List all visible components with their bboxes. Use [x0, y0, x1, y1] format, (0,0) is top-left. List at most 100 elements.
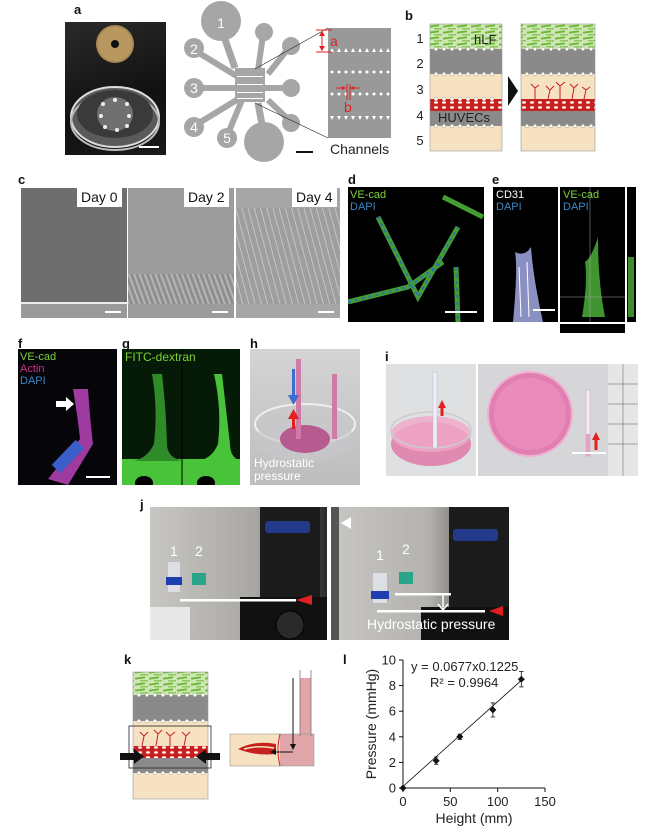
- stain-label-vecad: VE-cad: [350, 189, 387, 201]
- stain-label-dapi: DAPI: [350, 201, 376, 213]
- before-schematic: [429, 23, 503, 152]
- hydrostatic-setup-photo: Hydrostatic pressure: [250, 349, 360, 485]
- trendline: [402, 679, 522, 787]
- y-tick-10: 10: [382, 653, 396, 668]
- panel-label-j: j: [140, 497, 144, 512]
- brightfield-day0: Day 0: [21, 188, 127, 318]
- panel-b-schematic: 1 2 3 4 5 hLF HUVECs: [416, 23, 596, 152]
- panel-label-f: f: [18, 336, 23, 351]
- stain-label-dapi-e1: DAPI: [496, 201, 522, 213]
- hydrostatic-caption-1: Hydrostatic: [254, 456, 315, 470]
- panel-k-schematic: [120, 670, 315, 800]
- data-point: [399, 784, 407, 792]
- well-label-3: 3: [190, 80, 198, 96]
- hlf-label: hLF: [474, 32, 496, 47]
- red-arrow-icon: [438, 400, 446, 408]
- cd31-dapi-image: CD31 DAPI: [493, 187, 558, 322]
- x-tick-100: 100: [487, 794, 509, 809]
- down-arrow-icon: [437, 603, 449, 612]
- pressure-height-chart: 0 2 4 6 8 10 0 50 100 150 Height (mm) Pr…: [363, 653, 556, 827]
- chip-photo-art: [70, 25, 160, 151]
- r-squared-label: R² = 0.9964: [430, 675, 498, 690]
- row-label-2: 2: [416, 56, 423, 71]
- dish-top-photo: [478, 364, 638, 476]
- equation-label: y = 0.0677x0.1225: [411, 659, 518, 674]
- panel-label-i: i: [385, 349, 389, 364]
- vecad-actin-dapi-image: VE-cad Actin DAPI: [18, 349, 117, 485]
- x-tick-150: 150: [534, 794, 556, 809]
- panel-label-k: k: [124, 652, 132, 667]
- panel-label-g: g: [122, 336, 130, 351]
- row-label-4: 4: [416, 108, 423, 123]
- post-row-1: [330, 48, 390, 52]
- panel-label-e: e: [492, 172, 500, 187]
- panel-label-b: b: [405, 8, 413, 23]
- day-label-0: Day 0: [77, 188, 122, 207]
- transition-arrow-icon: [508, 76, 518, 106]
- fitc-dextran-image: FITC-dextran: [122, 349, 240, 485]
- y-tick-0: 0: [389, 781, 396, 796]
- row-label-3: 3: [416, 82, 423, 97]
- panel-label-d: d: [348, 172, 356, 187]
- y-axis-label: Pressure (mmHg): [363, 669, 379, 779]
- data-point: [432, 757, 440, 765]
- x-tick-50: 50: [443, 794, 457, 809]
- tube-label-2-after: 2: [402, 541, 410, 557]
- microscope-photo-before: 1 2: [150, 507, 327, 640]
- y-tick-6: 6: [389, 704, 396, 719]
- dish-side-photo: [386, 364, 476, 476]
- y-tick-2: 2: [389, 755, 396, 770]
- brightfield-day4: Day 4: [236, 188, 340, 318]
- day-label-2: Day 2: [184, 188, 229, 207]
- data-point: [489, 706, 497, 714]
- y-tick-8: 8: [389, 678, 396, 693]
- vecad-dapi-orthogonal-image: VE-cad DAPI: [560, 187, 625, 322]
- x-tick-0: 0: [399, 794, 406, 809]
- stain-label-vecad-e2: VE-cad: [563, 189, 600, 201]
- chip-diagram: 1 2 3 4 5: [184, 1, 391, 162]
- right-arrow-icon: [134, 749, 144, 764]
- tube-label-1-before: 1: [170, 543, 178, 559]
- after-schematic: [520, 23, 596, 152]
- down-arrow-icon: [288, 395, 299, 405]
- up-arrow-icon: [288, 409, 299, 419]
- zoom-box: [128, 725, 212, 769]
- panel-label-h: h: [250, 336, 258, 351]
- row-label-1: 1: [416, 31, 423, 46]
- hydrostatic-pressure-caption: Hydrostatic pressure: [367, 616, 496, 632]
- x-axis-label: Height (mm): [435, 810, 512, 826]
- data-point: [456, 733, 464, 741]
- panel-label-a: a: [74, 2, 82, 17]
- dimension-label-a: a: [330, 33, 338, 49]
- vecad-dapi-image: VE-cad DAPI: [348, 187, 484, 322]
- stain-label-actin: Actin: [20, 363, 45, 375]
- well-label-1: 1: [217, 15, 225, 31]
- y-tick-4: 4: [389, 729, 396, 744]
- orthogonal-side-view: [627, 187, 636, 322]
- huvecs-label: HUVECs: [438, 110, 491, 125]
- stain-label-vecad-f: VE-cad: [20, 351, 57, 363]
- dimension-label-b: b: [344, 99, 352, 115]
- tube-label-1-after: 1: [376, 547, 384, 563]
- panel-label-l: l: [343, 652, 347, 667]
- channels-label: Channels: [330, 141, 389, 157]
- hydrostatic-caption-2: pressure: [254, 469, 301, 483]
- stain-label-cd31: CD31: [496, 189, 525, 201]
- brightfield-day2: Day 2: [128, 188, 234, 318]
- stain-label-dapi-f: DAPI: [20, 375, 46, 387]
- panel-label-c: c: [18, 172, 26, 187]
- chip-photo: [65, 22, 166, 155]
- chip-scale-bar: [296, 151, 313, 153]
- tube-label-2-before: 2: [195, 543, 203, 559]
- left-arrow-icon: [196, 749, 206, 764]
- data-point: [517, 675, 525, 683]
- well-label-5: 5: [223, 130, 231, 146]
- day-label-4: Day 4: [292, 188, 337, 207]
- well-label-4: 4: [190, 119, 198, 135]
- stain-label-dapi-e2: DAPI: [563, 201, 589, 213]
- orthogonal-bottom-view: [560, 324, 625, 333]
- well-label-2: 2: [190, 41, 198, 57]
- row-label-5: 5: [416, 133, 423, 148]
- stain-label-fitc: FITC-dextran: [125, 350, 196, 364]
- arrow-icon: [56, 397, 74, 411]
